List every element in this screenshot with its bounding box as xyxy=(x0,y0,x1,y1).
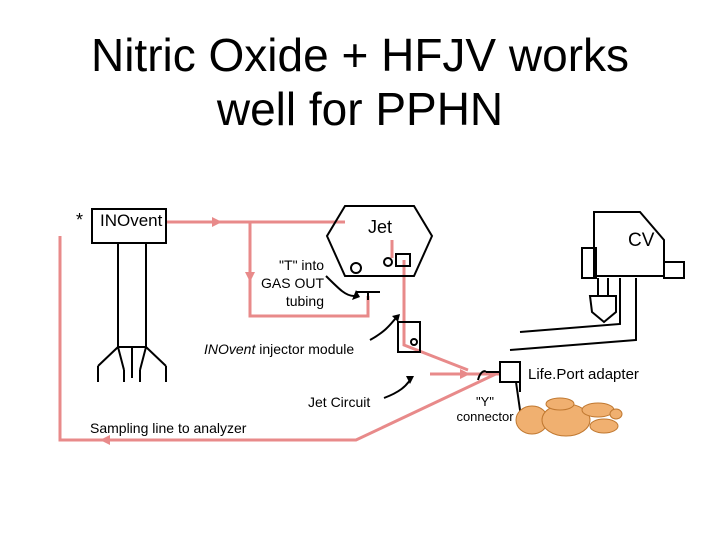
callout-jetcircuit-arrow xyxy=(383,379,411,399)
t-shape xyxy=(356,291,380,300)
cv-body xyxy=(593,211,665,277)
arrowhead-injector xyxy=(392,314,400,322)
injector-body xyxy=(397,321,421,353)
jet-ventilator xyxy=(325,205,434,277)
cv-label: CV xyxy=(628,230,655,251)
lifeport-label: Life.Port adapter xyxy=(528,366,639,383)
t-tubing-label: "T" into GAS OUT tubing xyxy=(252,256,324,310)
t-tubing-line-2: GAS OUT xyxy=(260,275,324,291)
title-line-2: well for PPHN xyxy=(216,83,504,135)
jet-label: Jet xyxy=(368,217,393,237)
arrow-lifeport xyxy=(460,369,470,379)
inovent-label: INOvent xyxy=(100,211,163,230)
y-connector xyxy=(486,371,521,392)
arrow-right xyxy=(212,217,222,227)
arrowhead-t xyxy=(352,290,360,300)
cv-ventilator xyxy=(509,211,685,351)
arrowhead-jetcircuit xyxy=(406,376,414,384)
slide-title: Nitric Oxide + HFJV works well for PPHN xyxy=(0,28,720,136)
t-tubing-line-1: "T" into xyxy=(279,257,324,273)
inovent-base xyxy=(97,346,167,378)
injector-label-italic: INOvent xyxy=(204,341,256,357)
jet-to-lifeport-line xyxy=(402,260,469,372)
cv-tubes xyxy=(509,278,637,351)
cv-port xyxy=(663,261,685,279)
y-connector-line-1: "Y" xyxy=(476,394,494,409)
lifeport-adapter xyxy=(499,361,521,383)
injector-label: INOvent injector module xyxy=(204,341,354,357)
jet-down-line xyxy=(248,222,370,318)
inovent-stand xyxy=(91,208,167,382)
injector-dot xyxy=(410,338,418,346)
callout-injector-arrow xyxy=(369,317,397,341)
sampling-line xyxy=(58,236,501,442)
infant-leg-1 xyxy=(581,402,615,418)
callout-t-arrow xyxy=(325,275,355,297)
t-tubing-line-3: tubing xyxy=(285,293,324,309)
injector-module xyxy=(397,321,421,353)
y-connector-line-2: connector xyxy=(456,409,514,424)
flow-arrows xyxy=(100,217,470,445)
callout-y-arrow xyxy=(477,370,487,381)
inovent-pole xyxy=(117,242,147,348)
jet-port xyxy=(395,253,411,267)
jet-body xyxy=(325,205,434,277)
gas-lines xyxy=(58,220,501,442)
jet-knob-right xyxy=(383,257,393,267)
y-connector-label: "Y" connector xyxy=(448,394,522,424)
injector-label-rest: injector module xyxy=(255,341,355,357)
jet-circuit-label: Jet Circuit xyxy=(308,394,371,410)
sampling-label: Sampling line to analyzer xyxy=(90,420,247,436)
title-line-1: Nitric Oxide + HFJV works xyxy=(90,29,630,81)
jet-knob-left xyxy=(350,262,362,274)
t-connector xyxy=(356,291,380,300)
asterisk: * xyxy=(76,210,84,230)
inovent-wheels xyxy=(97,366,167,382)
cv-side-panel xyxy=(581,247,597,279)
callout-arrowheads xyxy=(352,290,414,384)
infant-arm xyxy=(545,397,575,411)
infant-foot xyxy=(609,408,623,420)
arrow-down xyxy=(245,272,255,282)
cv-humidifier xyxy=(588,295,617,324)
callout-arrows xyxy=(325,275,487,399)
infant-leg-2 xyxy=(589,418,619,434)
infant-figure xyxy=(515,397,623,437)
arrow-left xyxy=(100,435,110,445)
